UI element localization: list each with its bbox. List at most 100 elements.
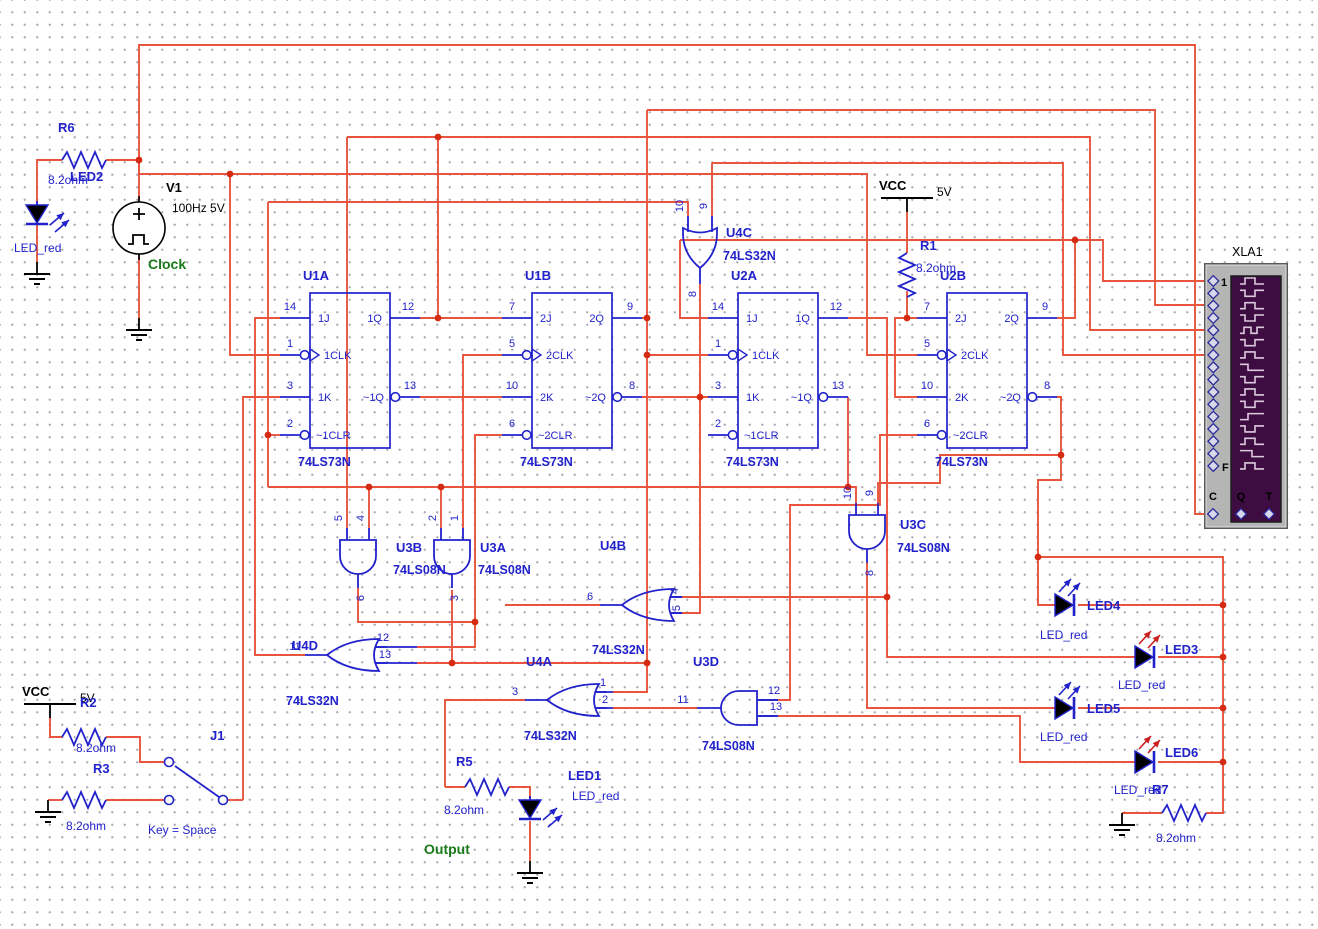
flipflop-u2b[interactable]	[917, 292, 1057, 449]
wire[interactable]	[509, 786, 531, 800]
wire[interactable]	[268, 201, 689, 216]
resistor-r5[interactable]	[464, 776, 510, 798]
vcc-symbol-top[interactable]	[881, 197, 933, 212]
ground-r3[interactable]	[35, 800, 61, 823]
ic-part: 74LS73N	[520, 455, 573, 469]
resistor-r7[interactable]	[1161, 802, 1207, 824]
ground-r7[interactable]	[1109, 813, 1135, 836]
led-model: LED_red	[572, 789, 619, 803]
wire[interactable]	[444, 699, 525, 787]
analyzer-terminal[interactable]	[1206, 507, 1220, 521]
ground-led1[interactable]	[517, 861, 543, 884]
wire[interactable]	[1057, 396, 1062, 455]
wire[interactable]	[778, 715, 1135, 763]
switch-j1[interactable]	[163, 756, 229, 806]
pin-name: 2CLK	[546, 350, 574, 362]
switch-terminal[interactable]	[217, 794, 229, 806]
gate-u3d[interactable]	[697, 690, 778, 726]
junction-dot	[1219, 704, 1227, 712]
resistor-r6[interactable]	[61, 149, 107, 171]
analyzer-terminal[interactable]	[1207, 422, 1220, 436]
pin-name: 1K	[746, 392, 760, 404]
analyzer-terminal[interactable]	[1207, 410, 1220, 423]
wire[interactable]	[254, 317, 305, 656]
pin-number: 2	[602, 694, 608, 706]
wire[interactable]	[1038, 556, 1224, 814]
analyzer-terminal[interactable]	[1234, 507, 1248, 521]
analyzer-terminal[interactable]	[1207, 311, 1220, 325]
wire[interactable]	[36, 159, 62, 203]
wire[interactable]	[49, 718, 62, 738]
resistor-r2[interactable]	[61, 726, 107, 748]
pin-name: 2J	[955, 313, 967, 325]
light-arrow-head	[1143, 631, 1151, 639]
led-3[interactable]	[1134, 630, 1161, 670]
led-6[interactable]	[1134, 735, 1161, 775]
terminal-label-first: 1	[1221, 277, 1227, 289]
logic-analyzer-xla1[interactable]	[1204, 263, 1288, 529]
resistor-r3[interactable]	[61, 789, 107, 811]
wire[interactable]	[647, 109, 1205, 306]
gate-u4a[interactable]	[525, 683, 607, 717]
analyzer-terminal[interactable]	[1207, 447, 1220, 460]
ground-v1[interactable]	[126, 318, 152, 341]
analyzer-terminal[interactable]	[1207, 434, 1220, 448]
wire[interactable]	[347, 136, 1205, 331]
wire[interactable]	[242, 396, 280, 800]
analyzer-terminal[interactable]	[1207, 373, 1220, 386]
analyzer-terminal[interactable]	[1207, 459, 1220, 473]
flipflop-u2a[interactable]	[708, 292, 848, 449]
wire[interactable]	[894, 317, 917, 398]
resistor-r1[interactable]	[896, 252, 918, 298]
wire[interactable]	[866, 563, 1055, 709]
wire[interactable]	[679, 240, 708, 319]
wire[interactable]	[886, 597, 1135, 658]
analyzer-terminal[interactable]	[1207, 398, 1220, 411]
gate-u4c[interactable]	[682, 216, 718, 284]
wire[interactable]	[1037, 455, 1062, 606]
gate-u3a[interactable]	[433, 528, 471, 588]
analyzer-terminal[interactable]	[1207, 361, 1220, 374]
wire[interactable]	[848, 317, 888, 597]
wire[interactable]	[106, 736, 164, 763]
led-1[interactable]	[517, 796, 563, 828]
clock-source-v1[interactable]	[112, 196, 166, 260]
analyzer-terminal[interactable]	[1262, 507, 1276, 521]
analyzer-terminal[interactable]	[1207, 336, 1220, 349]
wire[interactable]	[229, 174, 280, 356]
pin-number: 8	[864, 570, 876, 576]
wire[interactable]	[1057, 239, 1205, 319]
wire[interactable]	[474, 434, 502, 622]
led-4[interactable]	[1054, 578, 1081, 618]
led-triangle	[24, 204, 50, 225]
wire[interactable]	[268, 486, 857, 503]
flipflop-u1a[interactable]	[280, 292, 420, 449]
wire[interactable]	[462, 354, 502, 528]
analyzer-terminal[interactable]	[1207, 348, 1220, 362]
analyzer-terminal[interactable]	[1207, 287, 1220, 300]
wire[interactable]	[778, 434, 917, 701]
analyzer-terminal[interactable]	[1207, 324, 1220, 337]
ground-led2[interactable]	[24, 262, 50, 285]
analyzer-terminal[interactable]	[1207, 274, 1220, 288]
wire[interactable]	[682, 397, 701, 614]
switch-terminal[interactable]	[163, 794, 175, 806]
junction-dot	[471, 618, 479, 626]
wire[interactable]	[613, 318, 648, 693]
switch-terminal[interactable]	[163, 756, 175, 768]
analyzer-terminal[interactable]	[1207, 299, 1220, 312]
led-5[interactable]	[1054, 681, 1081, 721]
wire[interactable]	[712, 162, 1205, 356]
wire[interactable]	[138, 44, 1205, 515]
inversion-bubble	[521, 349, 532, 361]
flipflop-u1b[interactable]	[502, 292, 642, 449]
gate-u3b[interactable]	[339, 528, 377, 588]
wire[interactable]	[138, 160, 917, 356]
gate-u3c[interactable]	[848, 503, 886, 563]
analyzer-terminal[interactable]	[1207, 385, 1220, 399]
pin-number: 9	[698, 203, 710, 209]
led-2[interactable]	[24, 201, 70, 233]
wire[interactable]	[877, 454, 1061, 503]
vcc-symbol-bottom[interactable]	[24, 703, 76, 718]
